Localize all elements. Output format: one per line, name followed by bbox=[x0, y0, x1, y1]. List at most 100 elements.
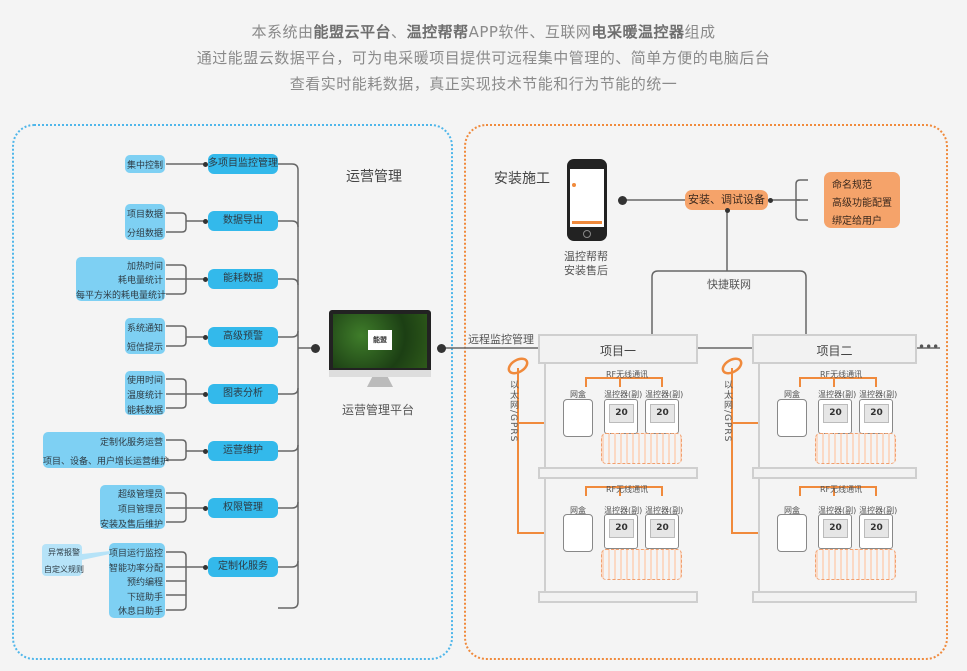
shelf bbox=[752, 591, 917, 603]
gateway-device bbox=[777, 399, 807, 437]
connector-dot bbox=[203, 277, 208, 282]
thermostat-label: 温控器(副) bbox=[604, 390, 643, 399]
network-label: 以太网/GPRS bbox=[722, 380, 732, 443]
category-data-export[interactable]: 数据导出 bbox=[208, 211, 278, 231]
connector-dot bbox=[725, 208, 730, 213]
connector-dot bbox=[203, 162, 208, 167]
intro-line-2: 通过能盟云数据平台，可为电采暖项目提供可远程集中管理的、简单方便的电脑后台 bbox=[196, 49, 771, 67]
heating-element bbox=[815, 549, 896, 580]
category-energy-data[interactable]: 能耗数据 bbox=[208, 269, 278, 289]
intro-text: 、 bbox=[391, 23, 407, 41]
leaf-group bbox=[125, 318, 165, 354]
heating-element bbox=[815, 433, 896, 464]
thermostat-label: 温控器(副) bbox=[818, 390, 857, 399]
leaf-item: 能耗数据 bbox=[126, 406, 163, 416]
category-alerts[interactable]: 高级预警 bbox=[208, 327, 278, 347]
install-items-box bbox=[824, 172, 900, 228]
install-debug-node[interactable]: 安装、调试设备 bbox=[685, 190, 768, 210]
leaf-item: 预约编程 bbox=[126, 578, 163, 588]
thermostat-display: 20 bbox=[823, 404, 848, 423]
leaf-item: 使用时间 bbox=[126, 376, 163, 386]
leaf-item: 智能功率分配 bbox=[109, 564, 164, 574]
thermostat-label: 温控器(副) bbox=[645, 506, 684, 515]
leaf-group bbox=[125, 371, 165, 415]
sub-leaf-item: 自定义规则 bbox=[44, 565, 84, 574]
connector-dot bbox=[437, 344, 446, 353]
project-1-title: 项目一 bbox=[599, 344, 636, 358]
platform-label: 运营管理平台 bbox=[342, 403, 415, 417]
project-1-header[interactable] bbox=[538, 334, 698, 364]
thermostat-device: 20 bbox=[818, 399, 852, 434]
shelf bbox=[752, 467, 917, 479]
category-operations[interactable]: 运营维护 bbox=[208, 441, 278, 461]
remote-monitor-label: 远程监控管理 bbox=[468, 333, 534, 346]
intro-text: APP软件、互联网 bbox=[468, 23, 592, 41]
leaf-group bbox=[125, 204, 165, 240]
leaf-item: 集中控制 bbox=[126, 161, 163, 171]
sub-leaf-group bbox=[42, 544, 82, 576]
thermostat-device: 20 bbox=[645, 514, 679, 549]
leaf-item: 项目运行监控 bbox=[109, 549, 164, 559]
thermostat-display: 20 bbox=[823, 519, 848, 538]
category-custom-service[interactable]: 定制化服务 bbox=[208, 557, 278, 577]
intro-text: 本系统由 bbox=[251, 23, 314, 41]
thermostat-label: 温控器(副) bbox=[859, 390, 898, 399]
monitor-chin bbox=[329, 370, 431, 377]
thermostat-label: 温控器(副) bbox=[645, 390, 684, 399]
gateway-device bbox=[563, 399, 593, 437]
heating-element bbox=[601, 433, 682, 464]
operations-heading: 运营管理 bbox=[346, 169, 402, 185]
project-2-title: 项目二 bbox=[816, 344, 853, 358]
thermostat-label: 温控器(副) bbox=[859, 506, 898, 515]
leaf-item: 系统通知 bbox=[126, 324, 163, 334]
gateway-label: 网盒 bbox=[784, 506, 800, 515]
thermostat-device: 20 bbox=[604, 514, 638, 549]
thermostat-display: 20 bbox=[864, 404, 889, 423]
phone-screen bbox=[570, 169, 604, 227]
project-2-floor-2 bbox=[758, 479, 919, 591]
connector-dot bbox=[311, 344, 320, 353]
project-1-floor-2 bbox=[544, 479, 700, 591]
leaf-item: 短信提示 bbox=[126, 343, 163, 353]
project-1-floor-1 bbox=[544, 364, 700, 467]
gateway-device bbox=[777, 514, 807, 552]
sub-leaf-connector bbox=[82, 551, 110, 560]
leaf-item: 安装及售后维护 bbox=[100, 520, 164, 530]
thermostat-device: 20 bbox=[604, 399, 638, 434]
rf-label: RF无线通讯 bbox=[606, 485, 649, 494]
monitor-stand bbox=[367, 377, 393, 387]
thermostat-display: 20 bbox=[650, 404, 675, 423]
leaf-group bbox=[76, 257, 165, 301]
install-item: 绑定给用户 bbox=[832, 216, 882, 227]
leaf-item: 定制化服务运营 bbox=[99, 438, 163, 448]
category-permissions[interactable]: 权限管理 bbox=[208, 498, 278, 518]
phone bbox=[567, 159, 607, 241]
category-multi-project[interactable]: 多项目监控管理 bbox=[208, 154, 278, 174]
network-label: 以太网/GPRS bbox=[508, 380, 518, 443]
connector-dot bbox=[768, 198, 773, 203]
shelf bbox=[538, 591, 698, 603]
thermostat-device: 20 bbox=[818, 514, 852, 549]
more-projects-ellipsis: ••• bbox=[918, 340, 940, 354]
installation-panel bbox=[464, 124, 948, 660]
intro-line-3: 查看实时能耗数据，真正实现技术节能和行为节能的统一 bbox=[289, 75, 678, 93]
rf-label: RF无线通讯 bbox=[820, 485, 863, 494]
thermostat-display: 20 bbox=[609, 404, 634, 423]
phone-label-2: 安装售后 bbox=[564, 264, 608, 277]
monitor-logo: 能盟 bbox=[368, 330, 392, 350]
leaf-item: 项目、设备、用户增长运营维护 bbox=[43, 457, 170, 467]
thermostat-display: 20 bbox=[650, 519, 675, 538]
leaf-group bbox=[43, 432, 165, 468]
thermostat-label: 温控器(副) bbox=[604, 506, 643, 515]
category-chart-analysis[interactable]: 图表分析 bbox=[208, 384, 278, 404]
leaf-item: 每平方米的耗电量统计 bbox=[76, 291, 167, 301]
installation-heading: 安装施工 bbox=[494, 171, 550, 187]
intro-text: 组成 bbox=[684, 23, 716, 41]
quick-network-label: 快捷联网 bbox=[707, 278, 751, 291]
connector-dot bbox=[203, 506, 208, 511]
phone-label-1: 温控帮帮 bbox=[564, 250, 608, 263]
project-2-header[interactable] bbox=[752, 334, 917, 364]
connector-dot bbox=[203, 335, 208, 340]
rf-label: RF无线通讯 bbox=[820, 370, 863, 379]
